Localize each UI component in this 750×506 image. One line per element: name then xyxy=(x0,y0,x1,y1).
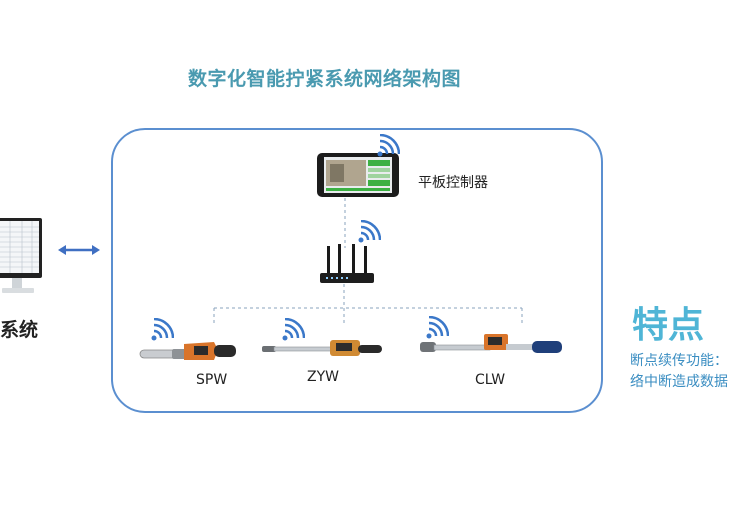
wifi-icon xyxy=(377,134,400,157)
wifi-icon xyxy=(282,318,305,341)
wifi-icon xyxy=(151,318,174,341)
spw-label: SPW xyxy=(196,372,228,388)
zyw-wrench-icon xyxy=(262,340,382,356)
wifi-icon xyxy=(358,220,381,243)
features-line-1: 断点续传功能： xyxy=(630,353,728,369)
wifi-icon xyxy=(426,316,449,339)
computer-monitor-icon xyxy=(0,218,42,293)
features-title: 特点 xyxy=(632,305,705,346)
clw-wrench-icon xyxy=(420,334,562,353)
tablet-router-connector xyxy=(344,198,346,248)
clw-label: CLW xyxy=(475,372,506,388)
diagram-title: 数字化智能拧紧系统网络架构图 xyxy=(188,68,462,90)
spw-wrench-icon xyxy=(139,342,236,360)
network-boundary xyxy=(111,128,603,413)
tablet-controller-label: 平板控制器 xyxy=(418,175,488,191)
features-line-2: 络中断造成数据 xyxy=(630,374,728,390)
zyw-label: ZYW xyxy=(307,369,339,385)
bidirectional-arrow-icon xyxy=(58,245,100,255)
router-icon xyxy=(320,244,374,283)
tablet-controller-icon xyxy=(317,153,399,197)
system-label: 系统 xyxy=(0,319,39,341)
router-tools-connector xyxy=(213,284,523,326)
